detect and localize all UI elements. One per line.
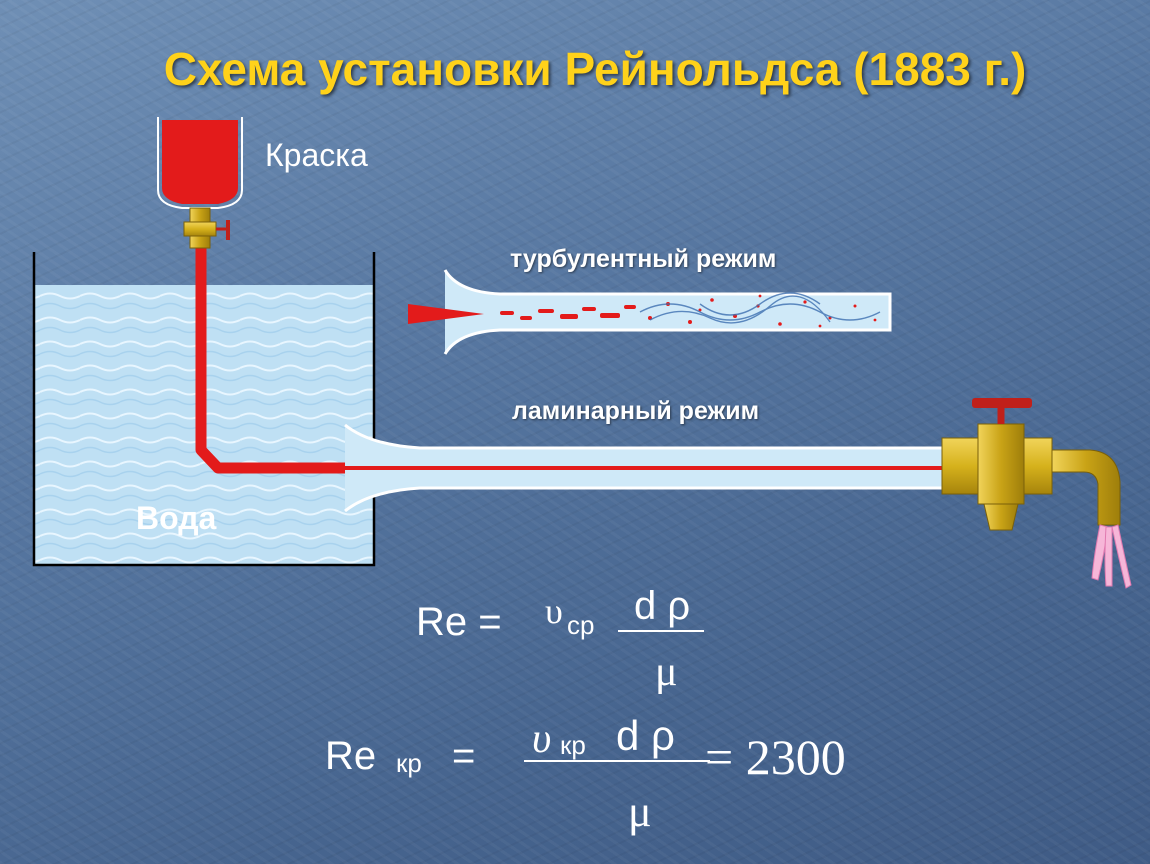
label-turbulent-mode: турбулентный режим <box>510 245 777 273</box>
formula2-velocity: υ <box>532 716 552 762</box>
label-paint: Краска <box>265 137 368 173</box>
formula1-fraction-bar <box>618 630 704 632</box>
turbulent-eddies <box>639 292 881 324</box>
formula2-lhs: Re <box>325 734 377 778</box>
faucet-icon[interactable] <box>941 398 1132 589</box>
formula2-fraction-bar <box>524 760 710 762</box>
formula1-denominator: μ <box>655 649 678 695</box>
valve-icon[interactable] <box>183 207 230 249</box>
formula1-numerator: d ρ <box>634 584 691 628</box>
formula2-denominator: μ <box>628 787 652 836</box>
page-title: Схема установки Рейнольдса (1883 г.) <box>163 43 1027 95</box>
label-laminar-mode: ламинарный режим <box>512 397 760 425</box>
dye-turbulent-dispersion <box>500 294 877 328</box>
turbulent-tube <box>408 269 892 355</box>
formula2-result: = 2300 <box>705 729 846 785</box>
dye-injector <box>408 304 484 324</box>
formula1-velocity-sub: ср <box>567 610 595 640</box>
dye-stream-laminar <box>195 246 945 474</box>
formula2-velocity-sub: кр <box>560 730 586 760</box>
funnel-icon <box>157 117 243 209</box>
formula2-equals: = <box>452 734 476 778</box>
formula2-numerator: d ρ <box>616 712 675 759</box>
formula1-velocity: υ <box>545 591 563 631</box>
label-water: Вода <box>136 500 217 536</box>
outflow-stream <box>1091 524 1132 589</box>
formula2-lhs-sub: кр <box>396 748 422 778</box>
formula1-lhs: Re = <box>416 600 502 644</box>
